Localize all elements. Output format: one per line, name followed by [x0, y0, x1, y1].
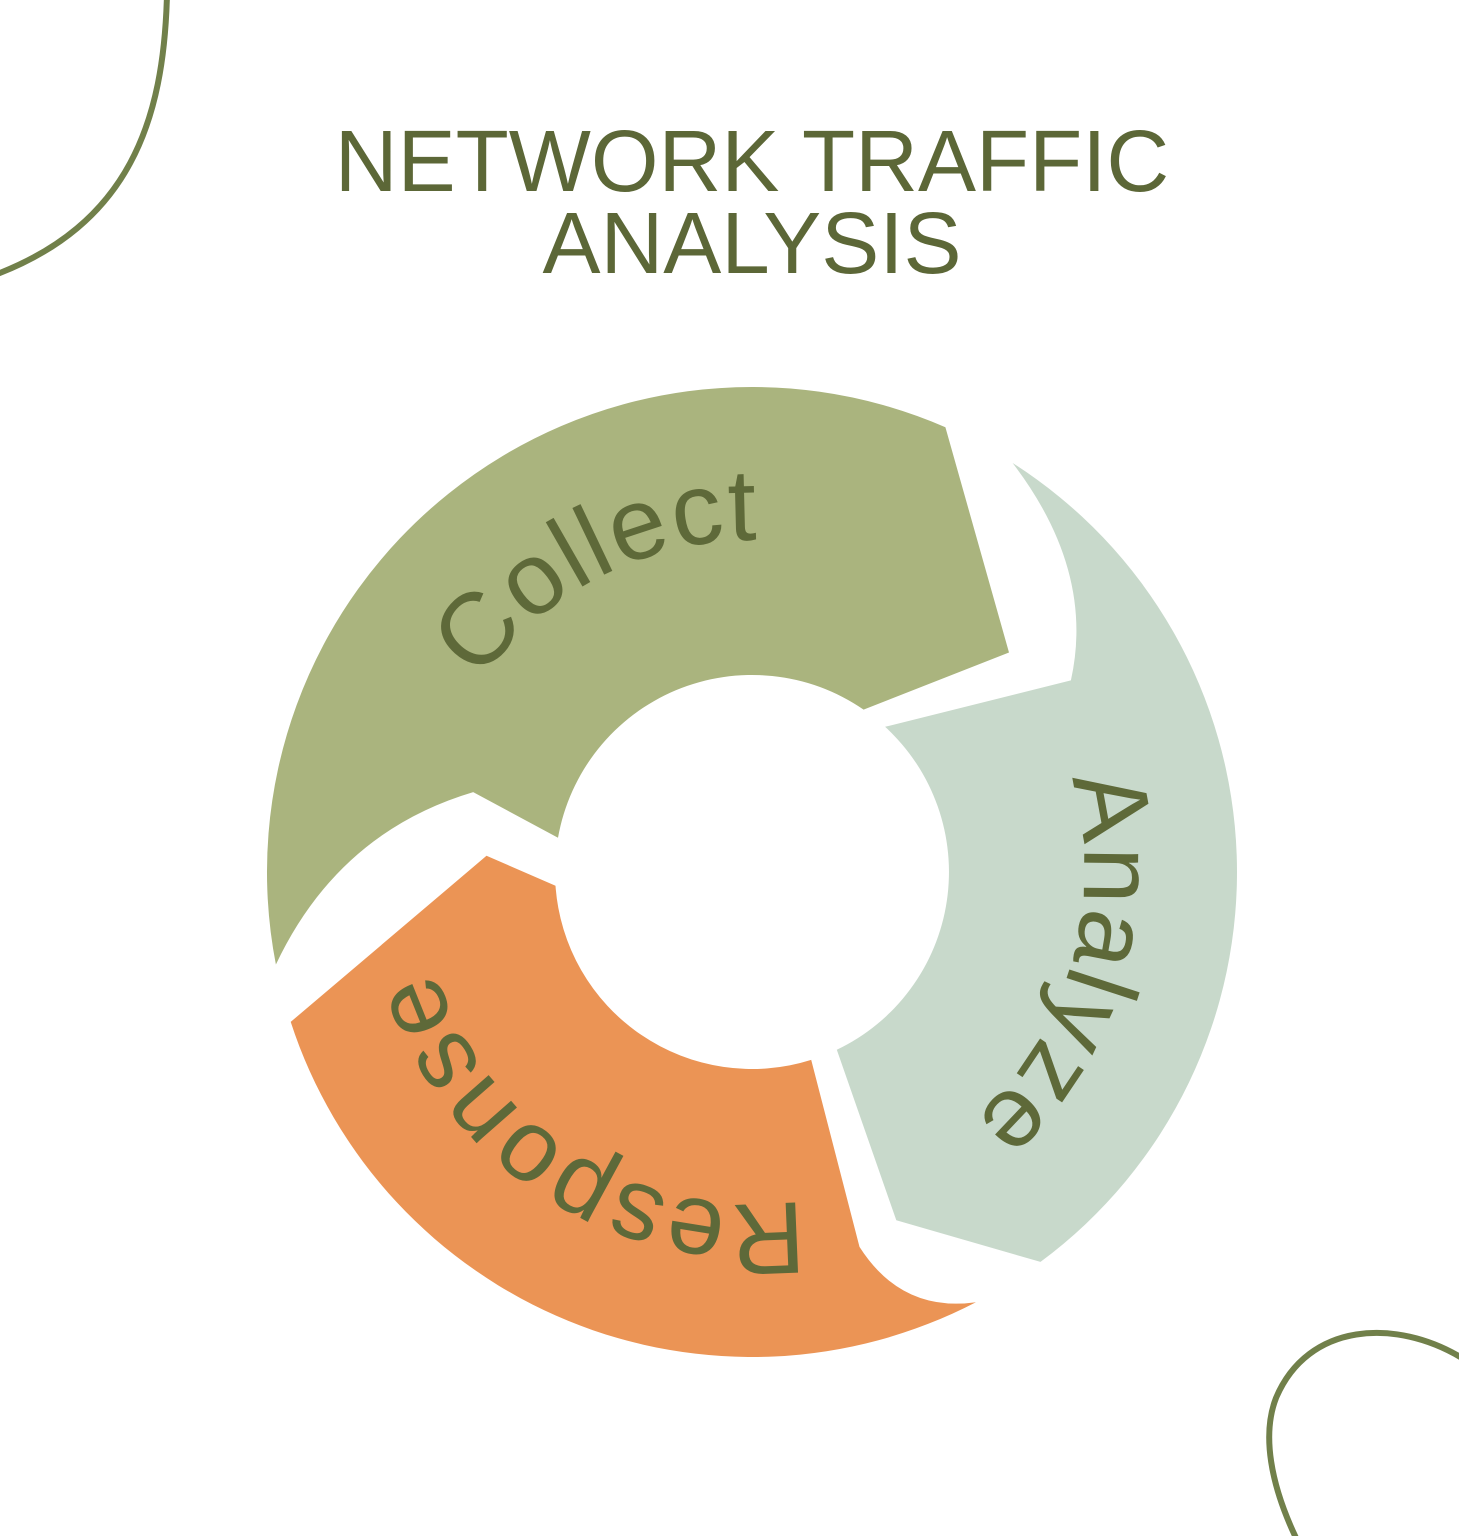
cycle-segments: [266, 386, 1237, 1357]
segment-response: [290, 855, 976, 1357]
corner-squiggle-bottom-right: [1266, 1330, 1459, 1536]
title-line-1: NETWORK TRAFFIC: [334, 113, 1170, 210]
segment-collect: [266, 386, 1009, 965]
corner-squiggle-top-left: [0, 0, 170, 277]
segment-analyze: [836, 463, 1237, 1262]
title-line-2: ANALYSIS: [542, 195, 962, 292]
page-title: NETWORK TRAFFIC ANALYSIS: [334, 113, 1170, 292]
